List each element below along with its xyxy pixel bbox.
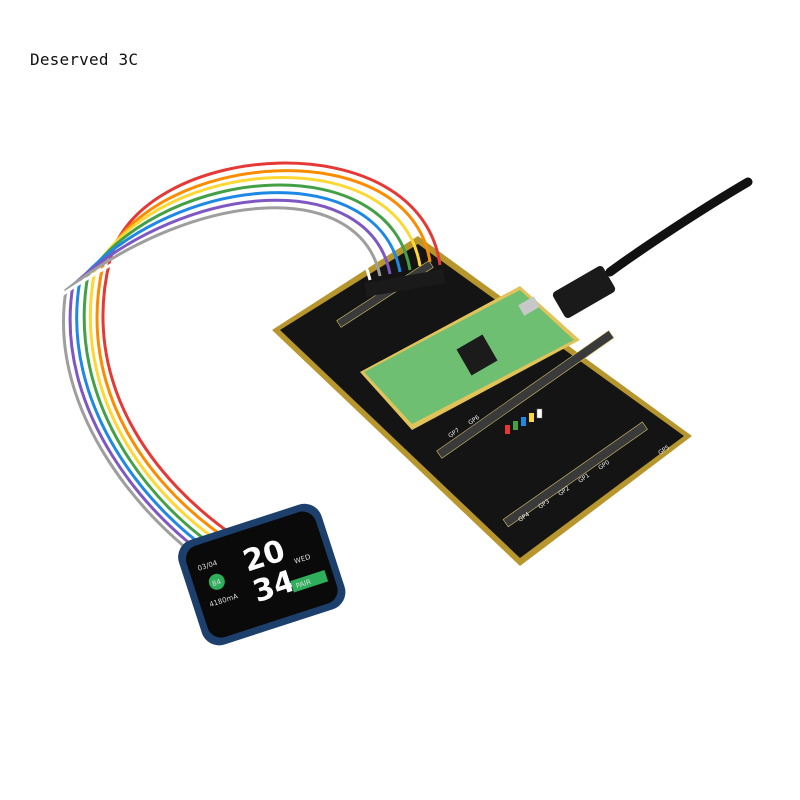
lcd-module: 20 34 03/04 84 4180mA PAIR WED: [178, 503, 346, 646]
lcd-screen: [185, 511, 338, 638]
jumper-wires: [56, 161, 442, 576]
lcd-status-bar: [290, 569, 329, 593]
pico-board: [360, 286, 580, 430]
lcd-badge: 84: [211, 578, 222, 589]
jumper-caps: [505, 408, 543, 434]
pico-usb-port: [518, 296, 540, 316]
breakout-board: GP0 GP1 GP2 GP3 GP4 GP5 GP6 GP7: [272, 236, 692, 566]
wire-connectors: [364, 269, 446, 297]
lcd-badge-circle: [208, 573, 225, 590]
pico-chip: [456, 334, 498, 376]
usb-plug: [552, 265, 616, 319]
watermark-text: Deserved 3C: [30, 50, 139, 69]
usb-cable: [605, 177, 753, 277]
